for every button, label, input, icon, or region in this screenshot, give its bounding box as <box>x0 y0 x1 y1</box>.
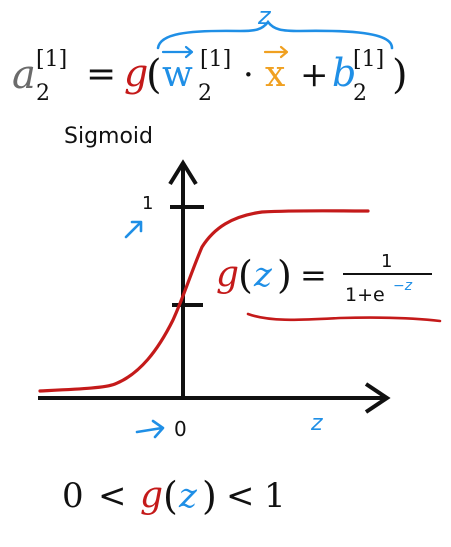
weight-vector-symbol: w <box>162 54 193 95</box>
formula-close-paren: ) <box>392 52 408 98</box>
range-z-symbol: z <box>178 476 198 516</box>
y-tick-one-label: 1 <box>142 193 153 214</box>
fraction-denominator-exponent: −z <box>393 278 413 294</box>
sigmoid-g-symbol: g <box>216 254 239 295</box>
fraction-numerator: 1 <box>381 251 392 272</box>
bias-symbol: b <box>332 51 356 95</box>
bias-unit-subscript: 2 <box>353 81 367 106</box>
x-vector-arrow-icon <box>263 45 289 59</box>
input-vector-symbol: x <box>265 54 285 95</box>
range-open-paren: ( <box>163 474 178 518</box>
graph-title: Sigmoid <box>64 124 153 149</box>
sigmoid-curve <box>38 209 370 393</box>
weight-layer-superscript: [1] <box>200 47 231 72</box>
fraction-denominator-base: 1+e <box>345 284 385 306</box>
sigmoid-open-paren: ( <box>238 253 253 297</box>
range-less-than-2: < <box>226 476 255 516</box>
g-function-symbol: g <box>124 51 148 95</box>
sigmoid-equation: g ( z ) = 1 1+e −z <box>216 251 442 323</box>
activation-symbol: a <box>12 52 36 98</box>
x-axis-label: z <box>310 411 323 436</box>
range-g-symbol: g <box>140 475 163 516</box>
x-tick-zero-label: 0 <box>174 417 187 441</box>
bias-layer-superscript: [1] <box>353 47 384 72</box>
sigmoid-z-symbol: z <box>253 255 273 295</box>
range-close-paren: ) <box>202 474 217 518</box>
sigmoid-close-paren: ) <box>277 253 292 297</box>
range-upper-bound: 1 <box>264 476 286 516</box>
formula-plus: + <box>300 55 329 95</box>
formula-equals: = <box>86 54 116 95</box>
range-less-than-1: < <box>98 476 127 516</box>
x-tick-pointer-arrow-icon <box>135 419 165 439</box>
equation-underline <box>246 312 442 323</box>
activation-unit-subscript: 2 <box>36 81 50 106</box>
y-axis-arrowhead-icon <box>168 159 198 186</box>
sigmoid-graph: Sigmoid 1 0 z <box>38 124 391 441</box>
w-vector-arrow-icon <box>161 45 194 59</box>
activation-layer-superscript: [1] <box>36 47 67 72</box>
sigmoid-range-inequality: 0 < g ( z ) < 1 <box>62 474 286 518</box>
range-lower-bound: 0 <box>62 476 84 516</box>
z-brace <box>156 19 394 50</box>
weight-unit-subscript: 2 <box>198 81 212 106</box>
sigmoid-equals: = <box>300 256 327 294</box>
z-brace-label: z <box>257 2 272 30</box>
neuron-activation-formula: z a [1] 2 = g ( w [1] 2 · x + b [1] 2 ) <box>12 2 408 106</box>
dot-product-operator: · <box>243 55 254 95</box>
formula-open-paren: ( <box>146 52 162 98</box>
y-tick-pointer-arrow-icon <box>124 220 143 239</box>
x-axis-arrowhead-icon <box>364 382 391 414</box>
